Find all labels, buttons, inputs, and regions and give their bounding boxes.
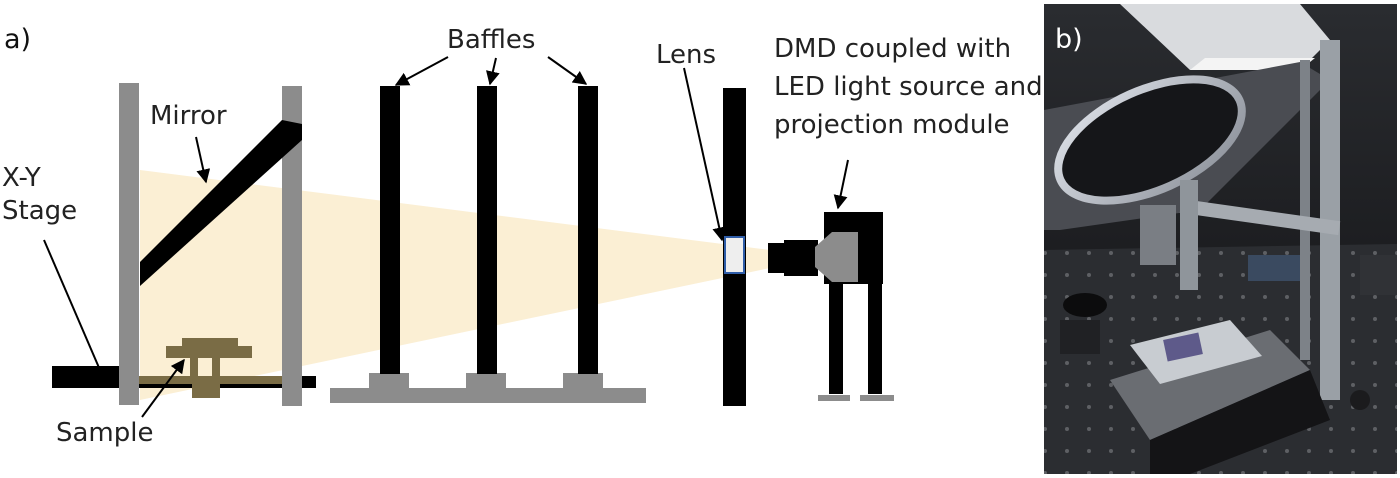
baffle-base bbox=[330, 388, 646, 403]
lens-arrow bbox=[683, 67, 727, 242]
light-fixture bbox=[1120, 4, 1330, 70]
panel-label-a: a) bbox=[4, 24, 31, 55]
xy-stage-leader bbox=[43, 239, 101, 371]
horizontal-rail bbox=[1179, 198, 1341, 236]
dmd-label-line2: LED light source and bbox=[774, 72, 1043, 102]
mirror-label: Mirror bbox=[150, 101, 227, 131]
schematic-panel: a) X-Y Stage Mirror Sample Baffles Lens … bbox=[2, 24, 1043, 448]
baffle-foot-2 bbox=[466, 373, 506, 389]
xy-stage-block bbox=[52, 366, 122, 388]
panel-label-b: b) bbox=[1055, 24, 1083, 55]
baffle-arrow-3 bbox=[547, 56, 588, 85]
setup-photo: b) bbox=[1044, 4, 1397, 474]
dmd-label-line1: DMD coupled with bbox=[774, 34, 1011, 64]
dmd-arrow bbox=[833, 159, 849, 210]
baffle-arrow-2 bbox=[486, 57, 500, 86]
sample-arrow bbox=[141, 358, 185, 418]
baffle-foot-3 bbox=[563, 373, 603, 389]
dmd-module bbox=[768, 212, 894, 401]
photo-xy-stage bbox=[1110, 330, 1310, 440]
xy-stage-label-line1: X-Y bbox=[2, 163, 41, 193]
baffle-3 bbox=[578, 86, 598, 374]
baffle-foot-1 bbox=[369, 373, 409, 389]
baffle-arrow-1 bbox=[394, 56, 449, 86]
sample-holder bbox=[138, 338, 301, 398]
mirror bbox=[140, 120, 302, 286]
mirror-arrow bbox=[195, 136, 211, 184]
lens bbox=[724, 236, 745, 274]
enclosure-wall-left bbox=[119, 83, 139, 405]
mirror-ring bbox=[1054, 75, 1246, 205]
lens-label: Lens bbox=[656, 40, 716, 70]
baffle-1 bbox=[380, 86, 400, 374]
dmd-label-line3: projection module bbox=[774, 110, 1010, 140]
baffles-label: Baffles bbox=[447, 25, 535, 55]
baffle-2 bbox=[477, 86, 497, 374]
enclosure-wall-right bbox=[282, 86, 302, 406]
xy-stage-label-line2: Stage bbox=[2, 196, 77, 226]
sample-label: Sample bbox=[56, 418, 154, 448]
light-beam bbox=[140, 170, 770, 400]
